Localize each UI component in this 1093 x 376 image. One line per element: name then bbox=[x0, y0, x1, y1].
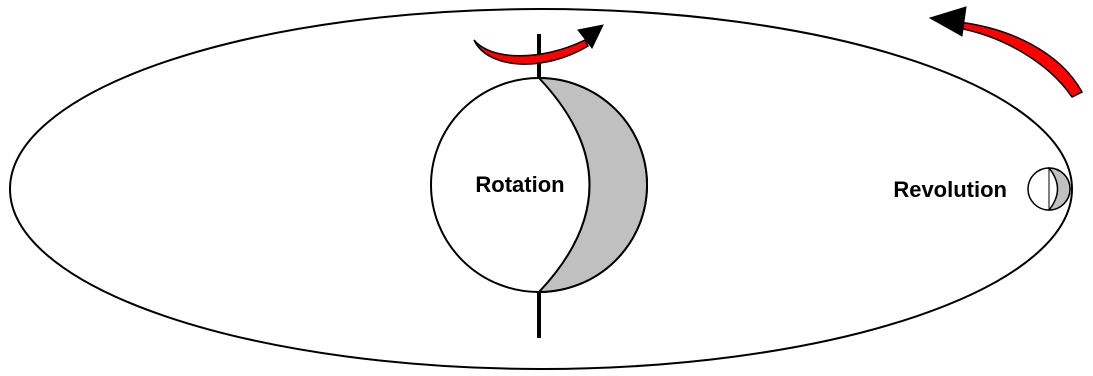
rotation-arrow-body bbox=[473, 39, 589, 65]
small-earth-night-side bbox=[1047, 167, 1071, 211]
earth-night-side bbox=[536, 76, 648, 294]
rotation-label: Rotation bbox=[475, 172, 564, 197]
orbit-ellipse bbox=[9, 8, 1073, 370]
revolution-arrow-body bbox=[957, 21, 1084, 98]
revolution-label: Revolution bbox=[893, 177, 1007, 202]
earth-revolution-group: Revolution bbox=[893, 6, 1084, 211]
earth-rotation-group: Rotation bbox=[430, 24, 648, 338]
rotation-arrow-head bbox=[577, 24, 604, 49]
revolution-arrow-head bbox=[928, 6, 967, 37]
